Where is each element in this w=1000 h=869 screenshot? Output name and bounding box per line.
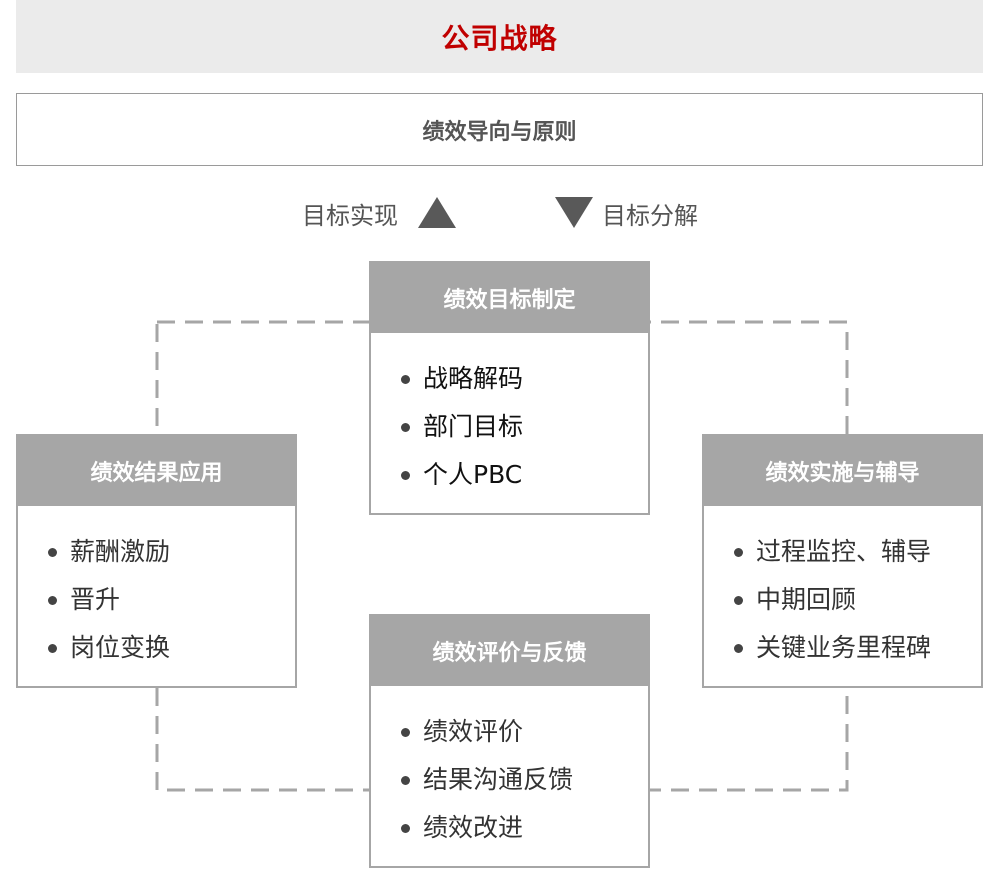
list-item: 薪酬激励 xyxy=(46,528,295,576)
card-evaluation-feedback: 绩效评价与反馈 绩效评价 结果沟通反馈 绩效改进 xyxy=(369,614,650,868)
card-target-setting-list: 战略解码 部门目标 个人PBC xyxy=(371,333,648,499)
card-implementation-coaching-title: 绩效实施与辅导 xyxy=(704,436,981,506)
card-implementation-coaching-list: 过程监控、辅导 中期回顾 关键业务里程碑 xyxy=(704,506,981,672)
strategy-title: 公司战略 xyxy=(441,21,558,55)
target-decompose-label: 目标分解 xyxy=(602,202,698,230)
card-evaluation-feedback-list: 绩效评价 结果沟通反馈 绩效改进 xyxy=(371,686,648,852)
card-target-setting-title: 绩效目标制定 xyxy=(371,263,648,333)
card-evaluation-feedback-title: 绩效评价与反馈 xyxy=(371,616,648,686)
card-result-application-title: 绩效结果应用 xyxy=(18,436,295,506)
list-item: 中期回顾 xyxy=(732,576,981,624)
list-item: 关键业务里程碑 xyxy=(732,624,981,672)
target-achieve-label: 目标实现 xyxy=(302,202,398,230)
list-item: 结果沟通反馈 xyxy=(399,756,648,804)
list-item: 绩效评价 xyxy=(399,708,648,756)
list-item: 过程监控、辅导 xyxy=(732,528,981,576)
card-result-application: 绩效结果应用 薪酬激励 晋升 岗位变换 xyxy=(16,434,297,688)
card-implementation-coaching: 绩效实施与辅导 过程监控、辅导 中期回顾 关键业务里程碑 xyxy=(702,434,983,688)
list-item: 部门目标 xyxy=(399,403,648,451)
up-arrow-icon xyxy=(418,197,456,228)
strategy-banner: 公司战略 xyxy=(16,0,983,73)
list-item: 岗位变换 xyxy=(46,624,295,672)
list-item: 晋升 xyxy=(46,576,295,624)
down-arrow-icon xyxy=(555,197,593,228)
principle-box: 绩效导向与原则 xyxy=(16,93,983,166)
card-result-application-list: 薪酬激励 晋升 岗位变换 xyxy=(18,506,295,672)
list-item: 战略解码 xyxy=(399,355,648,403)
list-item: 个人PBC xyxy=(399,451,648,499)
principle-text: 绩效导向与原则 xyxy=(422,119,577,145)
list-item: 绩效改进 xyxy=(399,804,648,852)
card-target-setting: 绩效目标制定 战略解码 部门目标 个人PBC xyxy=(369,261,650,515)
